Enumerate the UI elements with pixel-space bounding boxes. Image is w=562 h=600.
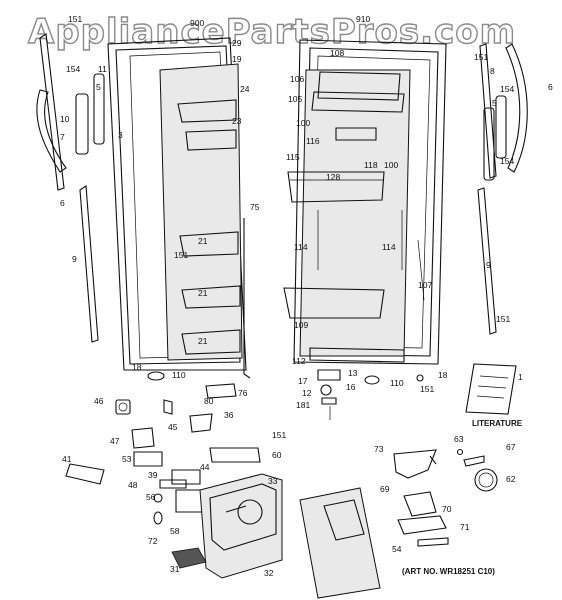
callout-100: 100: [384, 160, 398, 170]
callout-151: 151: [174, 250, 188, 260]
callout-58: 58: [170, 526, 180, 536]
callout-100: 100: [296, 118, 310, 128]
callout-53: 53: [122, 454, 132, 464]
literature-label: LITERATURE: [472, 419, 523, 428]
callout-118: 118: [364, 160, 378, 170]
callout-151: 151: [474, 52, 488, 62]
callout-105: 105: [288, 94, 302, 104]
callout-17: 17: [298, 376, 308, 386]
callout-33: 33: [268, 476, 278, 486]
callout-48: 48: [128, 480, 138, 490]
callout-39: 39: [148, 470, 158, 480]
callout-106: 106: [290, 74, 304, 84]
callout-23: 23: [232, 116, 242, 126]
callout-7: 7: [60, 132, 65, 142]
callout-76: 76: [238, 388, 248, 398]
callout-62: 62: [506, 474, 516, 484]
callout-19: 19: [232, 54, 242, 64]
fresh-food-door-assembly: [283, 39, 528, 420]
callout-910: 910: [356, 14, 370, 24]
callout-44: 44: [200, 462, 210, 472]
dispenser-parts: [65, 399, 498, 599]
callout-70: 70: [442, 504, 452, 514]
callout-128: 128: [326, 172, 340, 182]
callout-9: 9: [72, 254, 77, 264]
callout-41: 41: [62, 454, 72, 464]
callout-8: 8: [490, 66, 495, 76]
callout-110: 110: [390, 378, 404, 388]
callout-21: 21: [198, 288, 208, 298]
callout-69: 69: [380, 484, 390, 494]
callout-151: 151: [496, 314, 510, 324]
callout-114: 114: [382, 242, 396, 252]
callout-110: 110: [172, 370, 186, 380]
callout-60: 60: [272, 450, 282, 460]
callout-46: 46: [94, 396, 104, 406]
callout-900: 900: [190, 18, 204, 28]
callout-5: 5: [492, 98, 497, 108]
callout-6: 6: [548, 82, 553, 92]
callout-24: 24: [240, 84, 250, 94]
callout-151: 151: [68, 14, 82, 24]
literature-booklet: [465, 363, 517, 415]
callout-75: 75: [250, 202, 260, 212]
callout-9: 9: [486, 260, 491, 270]
callout-3: 3: [118, 130, 123, 140]
callout-10: 10: [60, 114, 70, 124]
callout-29: 29: [232, 38, 242, 48]
callout-18: 18: [132, 362, 142, 372]
callout-56: 56: [146, 492, 156, 502]
callout-67: 67: [506, 442, 516, 452]
callout-1: 1: [518, 372, 523, 382]
callout-109: 109: [294, 320, 308, 330]
callout-54: 54: [392, 544, 402, 554]
callout-31: 31: [170, 564, 180, 574]
callout-18: 18: [438, 370, 448, 380]
callout-32: 32: [264, 568, 274, 578]
callout-116: 116: [306, 136, 320, 146]
callout-181: 181: [296, 400, 310, 410]
callout-13: 13: [348, 368, 358, 378]
callout-114: 114: [294, 242, 308, 252]
art-number: (ART NO. WR18251 C10): [402, 567, 495, 576]
callout-72: 72: [148, 536, 158, 546]
callout-71: 71: [460, 522, 470, 532]
freezer-door-assembly: [36, 33, 251, 399]
callout-47: 47: [110, 436, 120, 446]
callout-63: 63: [454, 434, 464, 444]
callout-11: 11: [98, 64, 107, 74]
callout-6: 6: [60, 198, 65, 208]
callout-115: 115: [286, 152, 300, 162]
callout-73: 73: [374, 444, 384, 454]
callout-154: 154: [500, 84, 514, 94]
callout-154: 154: [500, 156, 514, 166]
callout-151: 151: [272, 430, 286, 440]
callout-45: 45: [168, 422, 178, 432]
callout-108: 108: [330, 48, 344, 58]
callout-12: 12: [302, 388, 312, 398]
callout-112: 112: [292, 356, 306, 366]
callout-151: 151: [420, 384, 434, 394]
callout-5: 5: [96, 82, 101, 92]
callout-21: 21: [198, 336, 208, 346]
callout-107: 107: [418, 280, 432, 290]
callout-16: 16: [346, 382, 356, 392]
callout-21: 21: [198, 236, 208, 246]
callout-154: 154: [66, 64, 80, 74]
callout-80: 80: [204, 396, 214, 406]
callout-36: 36: [224, 410, 234, 420]
